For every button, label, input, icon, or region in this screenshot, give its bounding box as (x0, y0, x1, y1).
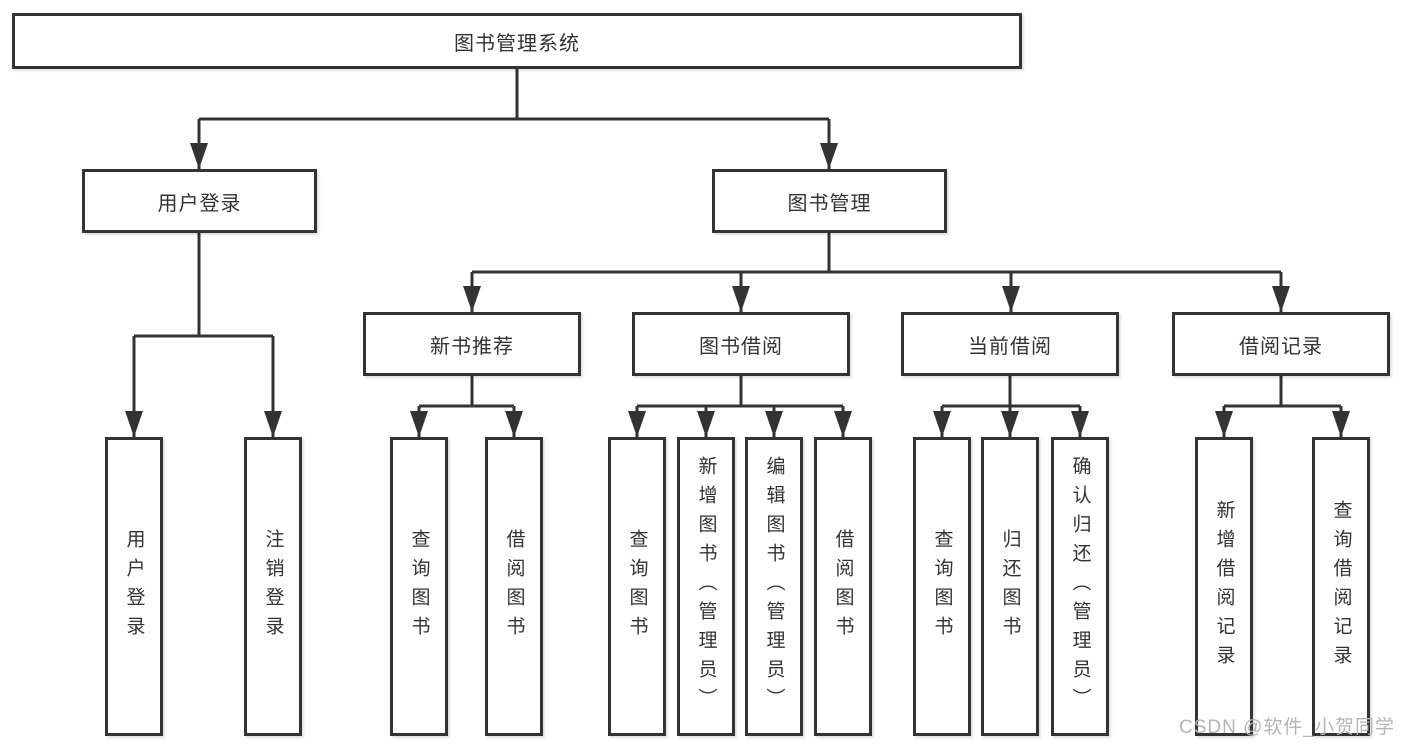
node-new-book-recommend-label: 新书推荐 (430, 335, 514, 358)
leaf-borrow-book-recommend-label: 借阅图书 (503, 528, 525, 645)
connector-root-to-level2 (197, 68, 831, 169)
arrowheads-root-to-level2 (190, 143, 838, 169)
leaf-add-borrow-record-label: 新增借阅记录 (1213, 499, 1235, 674)
arrowheads-current-borrowing-to-leaves (933, 411, 1089, 437)
leaf-return-book: 归还图书 (981, 437, 1039, 736)
leaf-query-books-current-label: 查询图书 (931, 528, 953, 645)
leaf-add-book-admin: 新增图书（管理员） (677, 437, 735, 736)
node-new-book-recommend: 新书推荐 (363, 312, 581, 376)
arrowheads-book-borrowing-to-leaves (628, 411, 852, 437)
leaf-confirm-return-admin: 确认归还（管理员） (1051, 437, 1109, 736)
node-book-borrowing: 图书借阅 (632, 312, 850, 376)
leaf-query-books-current: 查询图书 (913, 437, 971, 736)
node-root-label: 图书管理系统 (454, 32, 580, 55)
arrowheads-borrow-records-to-leaves (1215, 411, 1350, 437)
leaf-query-books-recommend-label: 查询图书 (408, 528, 430, 645)
leaf-logout-label: 注销登录 (262, 528, 284, 645)
node-book-management: 图书管理 (712, 169, 947, 233)
arrowheads-book-management-to-level3 (463, 286, 1290, 312)
leaf-query-books-recommend: 查询图书 (390, 437, 448, 736)
leaf-add-book-admin-label: 新增图书（管理员） (695, 456, 717, 717)
leaf-query-borrow-record: 查询借阅记录 (1312, 437, 1370, 736)
leaf-confirm-return-admin-label: 确认归还（管理员） (1069, 456, 1091, 717)
node-book-borrowing-label: 图书借阅 (699, 335, 783, 358)
leaf-edit-book-admin-label: 编辑图书（管理员） (763, 456, 785, 717)
node-book-management-label: 图书管理 (787, 192, 872, 215)
leaf-edit-book-admin: 编辑图书（管理员） (745, 437, 803, 736)
connector-book-borrowing-to-leaves (635, 376, 845, 437)
leaf-borrow-book-recommend: 借阅图书 (485, 437, 543, 736)
watermark-text: CSDN @软件_小贺同学 (1179, 717, 1395, 738)
leaf-query-books-borrowing: 查询图书 (608, 437, 666, 736)
leaf-user-login: 用户登录 (105, 437, 163, 736)
node-user-login-label: 用户登录 (157, 192, 242, 215)
connector-user-login-to-leaves (132, 233, 275, 437)
node-user-login: 用户登录 (82, 169, 317, 233)
connector-borrow-records-to-leaves (1222, 376, 1343, 437)
node-current-borrowing: 当前借阅 (901, 312, 1119, 376)
connector-book-management-to-level3 (470, 233, 1283, 312)
leaf-query-books-borrowing-label: 查询图书 (626, 528, 648, 645)
leaf-logout: 注销登录 (244, 437, 302, 736)
connector-new-book-to-leaves (417, 376, 516, 437)
leaf-add-borrow-record: 新增借阅记录 (1195, 437, 1253, 736)
leaf-borrow-book-borrowing: 借阅图书 (814, 437, 872, 736)
node-current-borrowing-label: 当前借阅 (968, 335, 1052, 358)
leaf-query-borrow-record-label: 查询借阅记录 (1330, 499, 1352, 674)
leaf-borrow-book-borrowing-label: 借阅图书 (832, 528, 854, 645)
leaf-user-login-label: 用户登录 (123, 528, 145, 645)
node-borrow-records-label: 借阅记录 (1239, 335, 1323, 358)
node-root-library-system: 图书管理系统 (12, 13, 1022, 69)
node-borrow-records: 借阅记录 (1172, 312, 1390, 376)
leaf-return-book-label: 归还图书 (999, 528, 1021, 645)
arrowheads-user-login-to-leaves (125, 411, 282, 437)
arrowheads-new-book-to-leaves (410, 411, 523, 437)
